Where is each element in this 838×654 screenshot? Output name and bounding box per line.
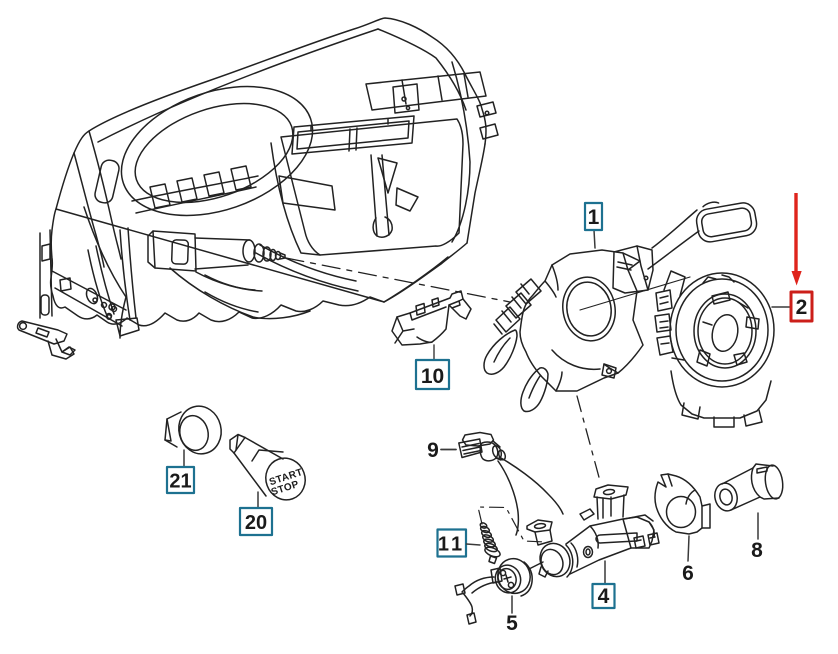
svg-text:4: 4 (598, 585, 610, 608)
svg-text:1: 1 (588, 206, 600, 229)
svg-text:5: 5 (506, 612, 518, 635)
svg-text:20: 20 (245, 512, 267, 534)
svg-text:21: 21 (169, 471, 191, 493)
svg-text:11: 11 (438, 534, 465, 556)
svg-text:2: 2 (796, 296, 808, 319)
svg-text:6: 6 (682, 562, 694, 585)
svg-text:10: 10 (421, 365, 444, 388)
svg-text:8: 8 (751, 539, 763, 562)
svg-text:9: 9 (427, 439, 439, 462)
